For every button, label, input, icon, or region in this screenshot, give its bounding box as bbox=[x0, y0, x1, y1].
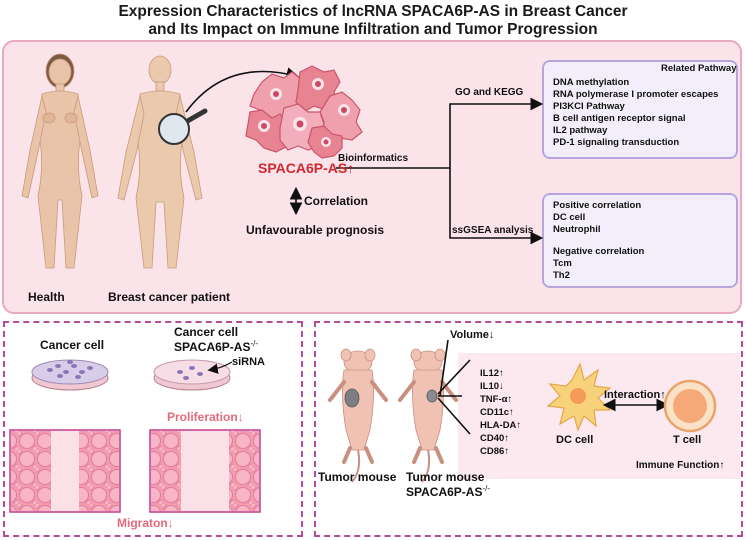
tumor-cluster-icon bbox=[245, 65, 363, 159]
sirna-label: siRNA bbox=[232, 356, 266, 368]
pathway-box bbox=[542, 60, 738, 159]
tumor-mouse-icon bbox=[328, 348, 388, 483]
prognosis-label: Unfavourable prognosis bbox=[246, 223, 385, 237]
bioinformatics-label: Bioinformatics bbox=[338, 153, 409, 164]
pathway-item: RNA polymerase I promoter escapes bbox=[553, 89, 719, 100]
positive-item: Neutrophil bbox=[553, 224, 601, 235]
scratch-assay-control bbox=[9, 429, 121, 513]
knockout-mouse-icon bbox=[398, 348, 458, 483]
ssgsea-label: ssGSEA analysis bbox=[452, 225, 534, 236]
knockdown-label-line2: SPACA6P-AS-/- bbox=[174, 339, 259, 354]
positive-item: DC cell bbox=[553, 212, 586, 223]
marker-item: IL10↓ bbox=[480, 381, 504, 392]
negative-item: Th2 bbox=[553, 270, 570, 281]
patient-label: Breast cancer patient bbox=[108, 290, 231, 304]
cancer-cell-dish-icon bbox=[31, 359, 109, 391]
marker-item: IL12↑ bbox=[480, 368, 504, 379]
knockdown-dish-icon bbox=[153, 359, 231, 391]
immune-function-label: Immune Function↑ bbox=[636, 460, 725, 471]
pathway-item: PI3KCI Pathway bbox=[553, 101, 625, 112]
t-cell-icon bbox=[663, 379, 717, 433]
volume-label: Volume↓ bbox=[450, 329, 495, 341]
migration-label: Migraton↓ bbox=[117, 516, 174, 530]
pathway-heading: Related Pathway bbox=[661, 63, 737, 74]
correlation-label: Correlation bbox=[304, 194, 369, 208]
marker-item: TNF-α↑ bbox=[480, 394, 513, 405]
pathway-item: B cell antigen receptor signal bbox=[553, 113, 686, 124]
dc-cell-label: DC cell bbox=[556, 434, 594, 446]
cancer-cell-label: Cancer cell bbox=[40, 338, 105, 352]
health-label: Health bbox=[28, 290, 65, 304]
title-line-1: Expression Characteristics of lncRNA SPA… bbox=[118, 3, 628, 20]
marker-item: HLA-DA↑ bbox=[480, 420, 522, 431]
go-kegg-label: GO and KEGG bbox=[455, 87, 524, 98]
scratch-assay-knockdown bbox=[149, 429, 261, 513]
patient-icon bbox=[117, 55, 203, 269]
interaction-label: Interaction↑ bbox=[604, 389, 666, 401]
correlation-box bbox=[542, 193, 738, 288]
dc-cell-icon bbox=[546, 362, 612, 432]
proliferation-label: Proliferation↓ bbox=[167, 410, 244, 424]
positive-heading: Positive correlation bbox=[553, 200, 642, 211]
pathway-item: PD-1 signaling transduction bbox=[553, 137, 680, 148]
marker-item: CD86↑ bbox=[480, 446, 510, 457]
t-cell-label: T cell bbox=[673, 434, 702, 446]
marker-item: CD40↑ bbox=[480, 433, 510, 444]
marker-item: CD11c↑ bbox=[480, 407, 514, 418]
healthy-person-icon bbox=[21, 53, 99, 269]
knockout-mouse-label-line1: Tumor mouse bbox=[406, 470, 485, 484]
title-line-2: and Its Impact on Immune Infiltration an… bbox=[148, 21, 598, 38]
negative-heading: Negative correlation bbox=[553, 246, 645, 257]
pathway-item: DNA methylation bbox=[553, 77, 630, 88]
knockdown-label-line1: Cancer cell bbox=[174, 325, 239, 339]
tumor-mouse-label: Tumor mouse bbox=[318, 470, 397, 484]
gene-label: SPACA6P-AS↑ bbox=[258, 160, 355, 176]
magnifier-icon bbox=[158, 108, 208, 145]
pathway-item: IL2 pathway bbox=[553, 125, 608, 136]
negative-item: Tcm bbox=[553, 258, 572, 269]
knockout-mouse-label-line2: SPACA6P-AS-/- bbox=[406, 484, 491, 499]
